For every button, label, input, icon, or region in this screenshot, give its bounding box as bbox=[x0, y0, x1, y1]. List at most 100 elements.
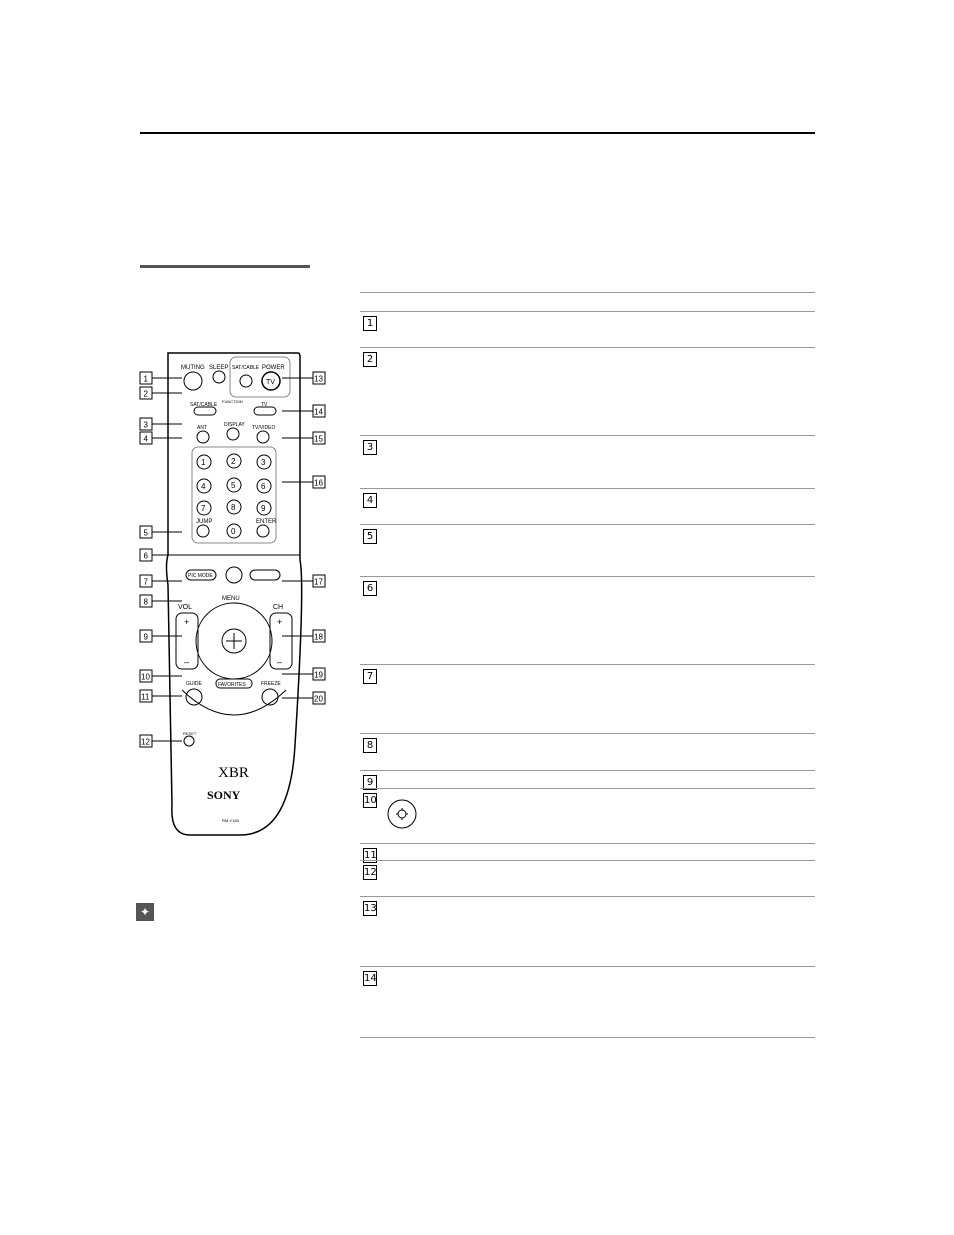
digit-button bbox=[256, 454, 272, 470]
row-number-badge: 14 bbox=[363, 971, 377, 986]
table-row: 3 bbox=[360, 435, 815, 489]
power-label: POWER bbox=[262, 365, 285, 371]
func-tv-label: TV bbox=[261, 402, 268, 408]
tv-video-label: TV/VIDEO bbox=[252, 425, 275, 431]
callout-number: 19 bbox=[314, 671, 323, 680]
table-row: 13 bbox=[360, 896, 815, 967]
callout-number: 11 bbox=[141, 693, 150, 702]
number-keypad: 1 2 3 4 5 6 7 8 9 0 bbox=[196, 453, 272, 539]
ch-plus: + bbox=[277, 617, 282, 627]
callout-number: 8 bbox=[144, 598, 149, 607]
joystick-icon bbox=[387, 799, 417, 829]
top-rule bbox=[140, 132, 815, 134]
callout-number: 15 bbox=[314, 435, 323, 444]
ant-label: ANT bbox=[197, 425, 207, 431]
callout-number: 2 bbox=[144, 390, 149, 399]
row-number-badge: 7 bbox=[363, 669, 377, 684]
row-number-badge: 11 bbox=[363, 848, 377, 863]
digit-label: 9 bbox=[261, 504, 266, 513]
enter-label: ENTER bbox=[256, 519, 277, 525]
function-label: FUNCTION bbox=[222, 399, 243, 404]
sleep-label: SLEEP bbox=[209, 365, 228, 371]
digit-button bbox=[226, 453, 242, 469]
digit-button bbox=[256, 500, 272, 516]
digit-label: 0 bbox=[231, 527, 236, 536]
digit-label: 8 bbox=[231, 503, 236, 512]
ch-minus: – bbox=[277, 657, 282, 667]
callout-number: 1 bbox=[144, 375, 149, 384]
callout-number: 7 bbox=[144, 578, 149, 587]
callout-number: 20 bbox=[314, 695, 323, 704]
digit-label: 1 bbox=[201, 458, 206, 467]
table-top-rule bbox=[360, 292, 815, 293]
vol-label: VOL bbox=[178, 604, 192, 611]
callout-number: 12 bbox=[141, 738, 150, 747]
row-number-badge: 2 bbox=[363, 352, 377, 367]
row-number-badge: 10 bbox=[363, 793, 377, 808]
callout-number: 18 bbox=[314, 633, 323, 642]
freeze-label: FREEZE bbox=[261, 681, 281, 687]
digit-label: 6 bbox=[261, 482, 266, 491]
favorites-label: FAVORITES bbox=[218, 682, 246, 688]
pic-mode-label: PIC MODE bbox=[188, 573, 213, 579]
digit-button bbox=[226, 523, 242, 539]
callout-number: 17 bbox=[314, 578, 323, 587]
callout-number: 3 bbox=[144, 421, 149, 430]
digit-label: 7 bbox=[201, 504, 206, 513]
table-row: 4 bbox=[360, 488, 815, 525]
guide-label: GUIDE bbox=[186, 681, 203, 687]
table-row: 7 bbox=[360, 664, 815, 734]
tv-power-label: TV bbox=[266, 379, 275, 386]
table-row: 9 bbox=[360, 770, 815, 790]
vol-minus: – bbox=[184, 657, 189, 667]
row-number-badge: 8 bbox=[363, 738, 377, 753]
vol-plus: + bbox=[184, 617, 189, 627]
callout-number: 4 bbox=[144, 435, 149, 444]
jump-label: JUMP bbox=[196, 519, 212, 525]
table-row: 11 bbox=[360, 843, 815, 863]
callout-number: 13 bbox=[314, 375, 323, 384]
callout-number: 14 bbox=[314, 408, 323, 417]
table-row: 5 bbox=[360, 524, 815, 577]
digit-label: 4 bbox=[201, 482, 206, 491]
digit-button bbox=[256, 478, 272, 494]
table-row: 12 bbox=[360, 860, 815, 897]
lightbulb-icon: ✦ bbox=[136, 903, 154, 921]
callout-number: 10 bbox=[141, 673, 150, 682]
digit-button bbox=[196, 478, 212, 494]
row-number-badge: 12 bbox=[363, 865, 377, 880]
sat-cable-label: SAT/CABLE bbox=[232, 365, 260, 371]
ch-label: CH bbox=[273, 604, 283, 611]
remote-illustration: MUTING SLEEP SAT/CABLE POWER TV FUNCTION… bbox=[139, 352, 326, 836]
digit-label: 2 bbox=[231, 457, 236, 466]
func-sat-cable-label: SAT/CABLE bbox=[190, 402, 218, 408]
callout-number: 16 bbox=[314, 479, 323, 488]
digit-label: 5 bbox=[231, 481, 236, 490]
row-number-badge: 5 bbox=[363, 529, 377, 544]
table-row: 6 bbox=[360, 576, 815, 665]
callout-number: 6 bbox=[144, 552, 149, 561]
table-row: 10 bbox=[360, 788, 815, 844]
callout-number: 9 bbox=[144, 633, 149, 642]
digit-label: 3 bbox=[261, 458, 266, 467]
row-number-badge: 13 bbox=[363, 901, 377, 916]
digit-button bbox=[226, 477, 242, 493]
section-rule bbox=[140, 265, 310, 268]
model-label: RM-Y184 bbox=[222, 818, 240, 823]
digit-button bbox=[196, 500, 212, 516]
digit-button bbox=[196, 454, 212, 470]
row-number-badge: 9 bbox=[363, 775, 377, 790]
table-row: 2 bbox=[360, 347, 815, 436]
display-label: DISPLAY bbox=[224, 422, 245, 428]
row-number-badge: 4 bbox=[363, 493, 377, 508]
sony-logo: SONY bbox=[207, 788, 241, 802]
xbr-logo: XBR bbox=[218, 765, 249, 781]
table-row: 1 bbox=[360, 311, 815, 348]
callout-number: 5 bbox=[144, 529, 149, 538]
table-row: 8 bbox=[360, 733, 815, 771]
row-number-badge: 3 bbox=[363, 440, 377, 455]
digit-button bbox=[226, 499, 242, 515]
row-number-badge: 1 bbox=[363, 316, 377, 331]
muting-label: MUTING bbox=[181, 365, 205, 371]
